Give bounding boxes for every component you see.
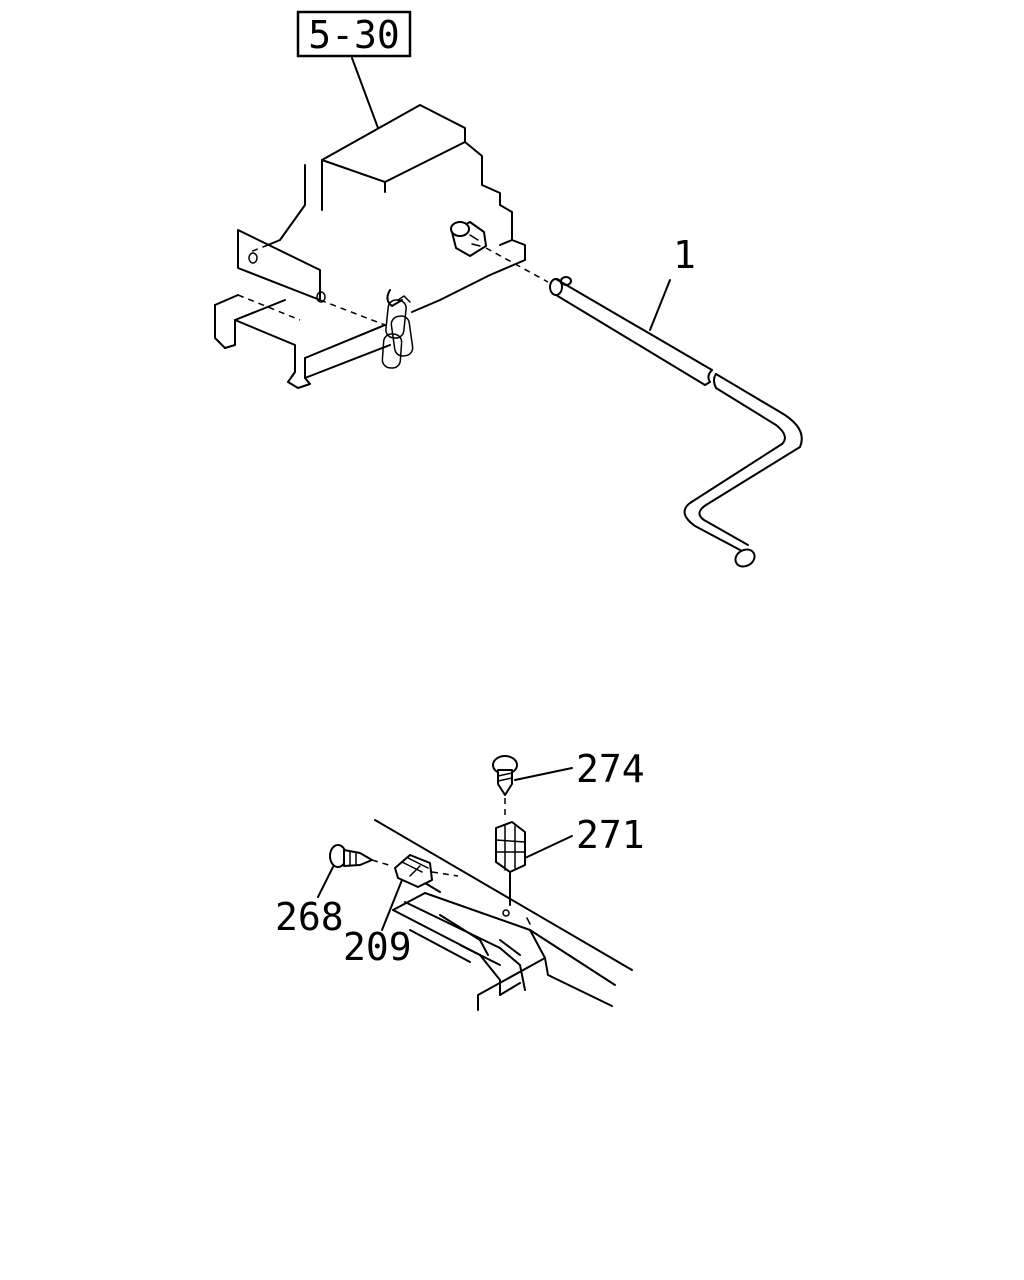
bolt-268 — [317, 844, 393, 898]
jack-handle — [485, 247, 803, 568]
jack-body — [214, 57, 526, 389]
callout-268: 268 — [275, 895, 344, 939]
reference-box-label: 5-30 — [308, 13, 400, 57]
clip-271 — [495, 821, 573, 906]
callout-209: 209 — [343, 925, 412, 969]
callout-274: 274 — [576, 747, 645, 791]
reference-box: 5-30 — [296, 10, 412, 58]
callout-1: 1 — [673, 233, 696, 277]
callout-271: 271 — [576, 813, 645, 857]
mounting-assembly — [317, 755, 633, 1011]
chain — [381, 289, 414, 369]
clamp-209 — [381, 854, 459, 931]
screw-274 — [492, 755, 573, 818]
